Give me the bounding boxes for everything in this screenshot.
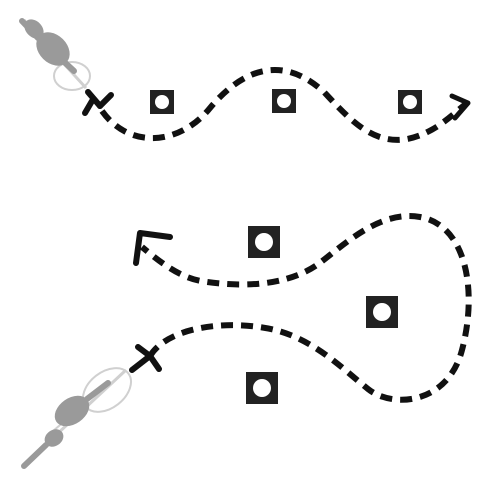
bottom-marker-2	[366, 296, 398, 328]
bottom-route	[24, 216, 469, 466]
bottom-marker-3	[246, 372, 278, 404]
top-marker-2	[272, 89, 296, 113]
top-route	[21, 16, 468, 140]
handlebar-icon	[85, 92, 111, 113]
rider-icon	[21, 16, 77, 73]
top-rider-figure	[21, 16, 111, 113]
top-marker-1	[150, 90, 174, 114]
bottom-marker-1	[248, 226, 280, 258]
rider-icon	[24, 383, 108, 466]
top-marker-3	[398, 90, 422, 114]
bottom-dashed-path	[142, 216, 469, 400]
bottom-rider-figure	[24, 347, 159, 466]
